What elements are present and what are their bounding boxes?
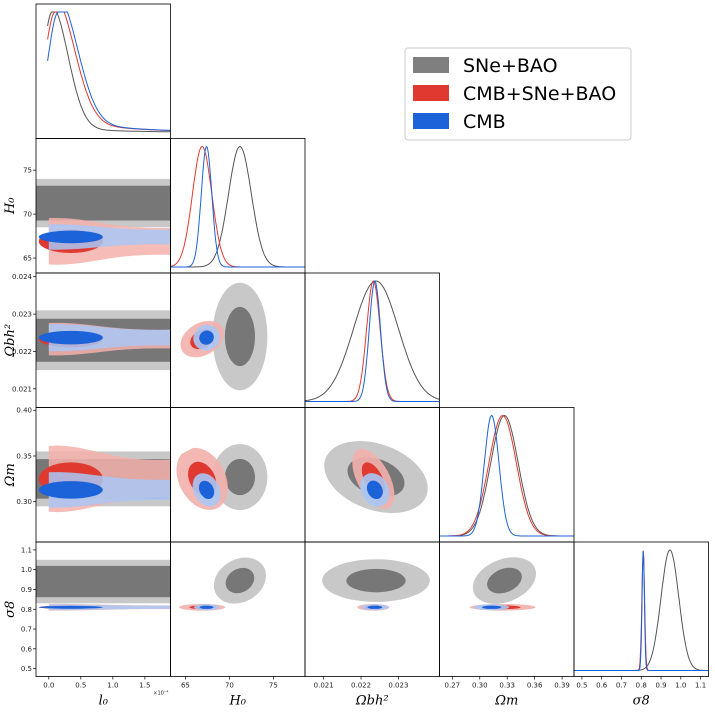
xtick-label-l0: 0.0 (43, 682, 54, 690)
ytick-label-obh2: 0.022 (12, 348, 32, 356)
xtick-label-l0: 1.0 (107, 682, 118, 690)
ylabel-om: Ωm (3, 463, 18, 487)
contour-inner-H0-s8-cmb (199, 605, 214, 609)
x-scale-note-l0: ×10⁻⁴ (153, 691, 168, 697)
band-inner-H0-sne-bao (36, 185, 171, 221)
legend-box (404, 47, 632, 141)
contour-inner-H0-om-cmb (198, 480, 215, 499)
xlabel-H0: H₀ (228, 694, 246, 709)
band-outer-s8-cmb (48, 604, 171, 611)
xlabel-obh2: Ωbh² (355, 694, 389, 709)
xtick-label-obh2: 0.022 (351, 682, 371, 690)
xtick-label-s8: 1.1 (695, 682, 706, 690)
ytick-label-s8: 0.9 (21, 586, 32, 594)
xtick-label-s8: 0.8 (636, 682, 647, 690)
ytick-label-s8: 0.8 (21, 606, 32, 614)
xtick-label-H0: 75 (269, 682, 278, 690)
ylabel-s8: σ8 (3, 601, 18, 618)
marginal-om-cmb-sne-bao (439, 414, 574, 537)
ytick-label-om: 0.40 (16, 407, 32, 415)
contour-inner-om-s8-cmb (481, 605, 502, 609)
ytick-label-om: 0.30 (16, 498, 32, 506)
marginal-obh2-cmb (305, 280, 440, 402)
xlabel-s8: σ8 (633, 694, 650, 709)
xlabel-l0: l₀ (99, 694, 109, 709)
ytick-label-obh2: 0.024 (12, 273, 33, 281)
legend-label-2: CMB (463, 111, 506, 133)
ytick-label-H0: 65 (23, 255, 32, 263)
legend-swatch-2 (413, 113, 449, 129)
band-outer-obh2-cmb (48, 324, 171, 352)
xtick-label-s8: 0.5 (576, 682, 587, 690)
legend-swatch-1 (413, 85, 449, 101)
band-inner-om-cmb (38, 481, 103, 499)
ytick-label-s8: 0.6 (21, 645, 33, 653)
legend-label-1: CMB+SNe+BAO (463, 83, 616, 105)
band-outer-om-cmb (48, 472, 171, 508)
band-inner-obh2-cmb (38, 330, 103, 345)
ylabel-H0: H₀ (3, 197, 18, 215)
xtick-label-s8: 0.6 (596, 682, 608, 690)
contour-inner-H0-obh2-cmb (199, 330, 214, 345)
marginal-l0-sne-bao (47, 11, 171, 133)
contour-inner-obh2-s8-cmb (367, 605, 383, 609)
xtick-label-H0: 65 (181, 682, 190, 690)
ytick-label-s8: 0.7 (21, 626, 32, 634)
band-inner-H0-cmb (38, 230, 103, 244)
ylabel-obh2: Ωbh² (3, 324, 18, 358)
band-inner-s8-sne-bao (36, 565, 171, 598)
xtick-label-s8: 0.7 (616, 682, 627, 690)
ytick-label-obh2: 0.021 (12, 385, 32, 393)
legend: SNe+BAO CMB+SNe+BAO CMB (404, 47, 632, 141)
ytick-label-s8: 0.5 (21, 665, 32, 673)
xtick-label-s8: 1.0 (675, 682, 686, 690)
xtick-label-obh2: 0.023 (388, 682, 408, 690)
xlabel-om: Ωm (494, 694, 518, 709)
legend-swatch-0 (413, 57, 449, 73)
marginal-s8-cmb (574, 550, 709, 671)
marginal-H0-cmb (170, 145, 305, 268)
marginal-l0-cmb-sne-bao (47, 11, 171, 131)
legend-label-0: SNe+BAO (463, 55, 558, 77)
xtick-label-s8: 0.9 (655, 682, 666, 690)
band-outer-H0-cmb (48, 224, 171, 250)
marginal-om-sne-bao (439, 414, 574, 537)
contour-inner-obh2-s8-sne-bao (346, 568, 406, 593)
contour-inner-om-s8-sne-bao (487, 567, 522, 594)
marginal-om-cmb (439, 414, 574, 537)
ytick-label-s8: 1.0 (21, 566, 32, 574)
contour-inner-H0-s8-sne-bao (225, 567, 255, 594)
xtick-label-obh2: 0.021 (314, 682, 334, 690)
xtick-label-l0: 0.5 (75, 682, 86, 690)
xtick-label-om: 0.39 (554, 682, 570, 690)
xtick-label-om: 0.36 (527, 682, 543, 690)
xtick-label-om: 0.27 (445, 682, 461, 690)
ytick-label-s8: 1.1 (21, 546, 32, 554)
ytick-label-obh2: 0.023 (12, 311, 32, 319)
marginal-H0-cmb-sne-bao (170, 145, 305, 268)
marginal-l0-cmb (47, 11, 171, 131)
band-inner-s8-cmb (38, 605, 103, 609)
marginal-obh2-sne-bao (305, 280, 440, 402)
contour-inner-H0-obh2-sne-bao (224, 306, 256, 367)
contour-inner-obh2-om-cmb (366, 480, 383, 500)
xtick-label-l0: 1.5 (139, 682, 150, 690)
xtick-label-om: 0.33 (499, 682, 515, 690)
ytick-label-om: 0.35 (16, 452, 32, 460)
ytick-label-H0: 75 (23, 167, 32, 175)
xtick-label-H0: 70 (225, 682, 234, 690)
ytick-label-H0: 70 (23, 211, 32, 219)
xtick-label-om: 0.30 (472, 682, 488, 690)
contour-inner-H0-om-sne-bao (224, 458, 256, 496)
